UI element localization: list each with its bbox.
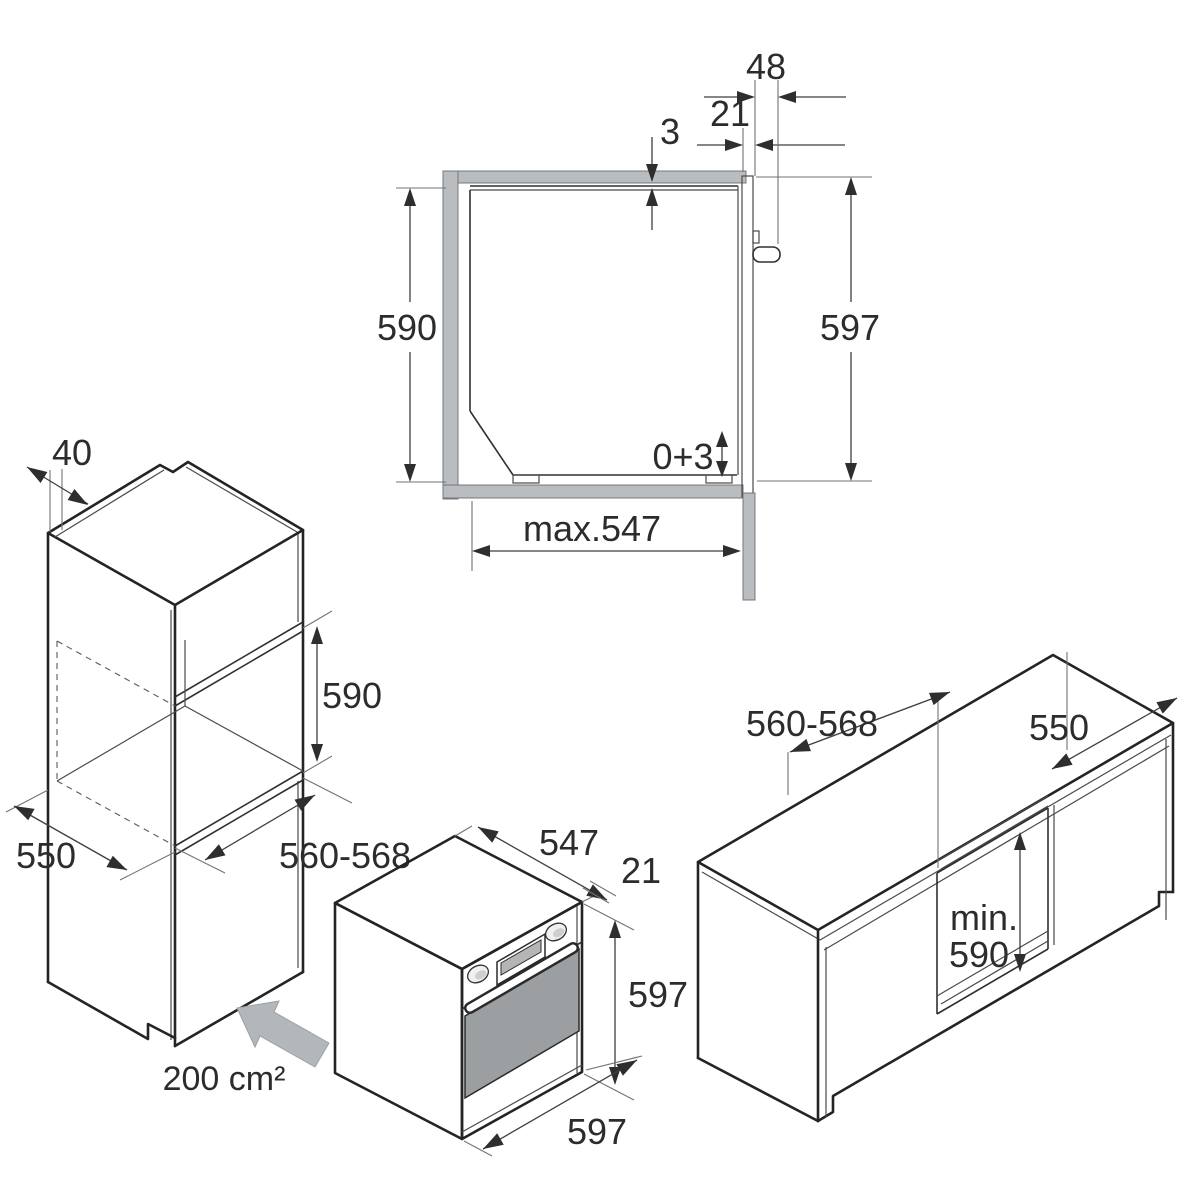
label-min-niche-height: 590 (949, 934, 1009, 975)
label-top-gap: 3 (660, 111, 680, 152)
dim-oven-height: 597 (583, 903, 688, 1101)
label-bottom-clearance: 0+3 (652, 436, 713, 477)
dim-tall-niche-width: 560-568 (174, 777, 411, 876)
ventilation: 200 cm² (163, 1000, 330, 1098)
dim-front-offset: 21 (697, 93, 845, 172)
oven-display-screen (500, 939, 542, 976)
cross-section-diagram: 3 21 48 590 (377, 46, 880, 601)
oven-foot-front (705, 474, 733, 484)
label-min-prefix: min. (950, 897, 1018, 938)
oven-side-face (333, 901, 464, 1141)
ventilation-arrow-icon (236, 1000, 330, 1068)
dim-bottom-clearance: 0+3 (652, 431, 728, 477)
label-niche-height: 590 (377, 307, 437, 348)
dim-niche-height: 590 (377, 187, 446, 483)
label-vent-area: 200 cm² (163, 1060, 286, 1098)
label-tall-niche-width: 560-568 (279, 835, 411, 876)
dim-rear-wall-gap: 40 (26, 432, 92, 532)
label-oven-front-frame: 21 (621, 850, 661, 891)
oven-knob-left (466, 964, 490, 984)
label-rear-wall-gap: 40 (52, 432, 92, 473)
oven-door-handle (464, 942, 579, 1014)
label-oven-body-depth: 547 (539, 822, 599, 863)
furniture-door-panel (742, 492, 756, 601)
dim-base-niche-width: 560-568 (746, 691, 951, 868)
label-oven-width: 597 (567, 1111, 627, 1152)
oven-cross-section-outline (469, 185, 739, 484)
dim-oven-height-section: 597 (756, 176, 880, 482)
dim-top-gap: 3 (646, 111, 680, 230)
dim-cabinet-depth: 550 (5, 789, 176, 881)
dim-min-niche-height: min. 590 (949, 832, 1026, 975)
oven-front-frame (741, 175, 781, 498)
oven-handle-section (752, 246, 781, 263)
dim-oven-front-frame: 21 (582, 850, 661, 904)
base-cabinet-niche (936, 795, 1049, 1015)
dim-handle-protrusion: 48 (704, 46, 846, 244)
cabinet-bottom-panel (442, 484, 744, 499)
oven-knob-right (544, 922, 568, 942)
dim-worktop-depth: 550 (1029, 652, 1178, 770)
label-oven-height-section: 597 (820, 307, 880, 348)
dim-tall-niche-height: 590 (302, 610, 382, 774)
oven-front-face (460, 900, 584, 1141)
cabinet-top-panel (442, 170, 747, 184)
label-worktop-depth: 550 (1029, 707, 1089, 748)
label-cabinet-depth: 550 (16, 835, 76, 876)
tall-cabinet-diagram: 40 590 550 560-568 (5, 432, 411, 1098)
dim-oven-body-depth: 547 (454, 822, 608, 903)
dim-max-depth: max.547 (471, 501, 741, 571)
dim-oven-width: 597 (463, 1055, 643, 1157)
label-oven-height: 597 (628, 974, 688, 1015)
label-handle-protrusion: 48 (746, 46, 786, 87)
base-cabinet-diagram: 560-568 550 min. 590 (696, 652, 1178, 1123)
label-max-depth: max.547 (523, 508, 661, 549)
label-base-niche-width: 560-568 (746, 703, 878, 744)
tall-cabinet-niche (56, 621, 304, 856)
oven-control-panel (461, 922, 583, 1010)
label-tall-niche-height: 590 (322, 675, 382, 716)
oven-foot-rear (512, 474, 540, 484)
oven-diagram: 547 21 597 597 (333, 822, 688, 1157)
cabinet-left-panel (442, 170, 459, 500)
